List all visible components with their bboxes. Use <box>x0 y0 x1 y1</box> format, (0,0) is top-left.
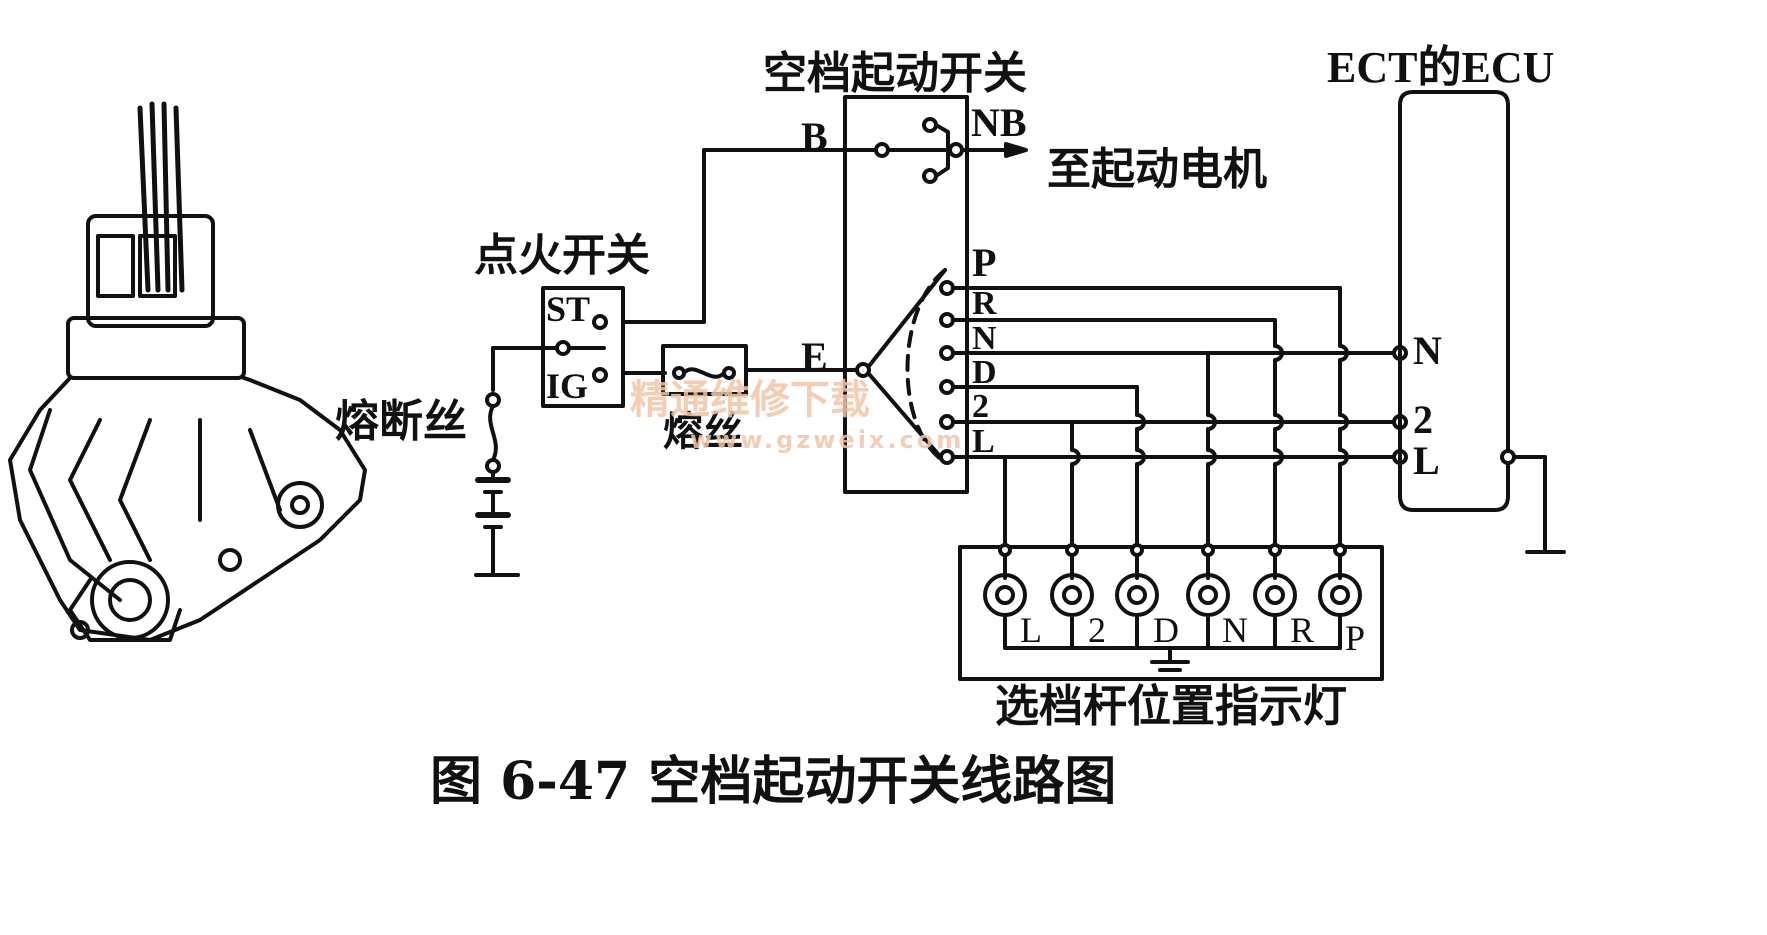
fusible-link-label: 熔断丝 <box>335 396 467 447</box>
to-starter-label: 至起动电机 <box>1047 144 1267 195</box>
indicator-lamps-label: 选档杆位置指示灯 <box>995 681 1347 732</box>
lamp-bulbs <box>983 573 1362 617</box>
terminal-nb: NB <box>971 100 1027 145</box>
lamp-label-p: P <box>1345 618 1366 658</box>
terminal-l: L <box>972 423 995 460</box>
neutral-start-switch-label: 空档起动开关 <box>763 48 1027 99</box>
gear-position-wiring <box>939 280 1408 552</box>
figure-caption: 图 6-47 空档起动开关线路图 <box>430 751 1117 812</box>
terminal-d: D <box>972 354 997 391</box>
fuse <box>661 344 859 396</box>
lamp-label-n: N <box>1222 610 1248 650</box>
ecu-terminal-n: N <box>1413 328 1442 373</box>
lamp-label-l: L <box>1020 610 1042 650</box>
fuse-label: 熔丝 <box>663 408 743 455</box>
neutral-start-switch-box <box>843 95 1028 494</box>
ignition-switch-label: 点火开关 <box>474 230 650 281</box>
lamp-label-r: R <box>1290 610 1315 650</box>
terminal-n: N <box>972 320 997 357</box>
terminal-b: B <box>801 114 828 159</box>
terminal-2: 2 <box>972 388 989 425</box>
lamp-label-d: D <box>1153 610 1179 650</box>
ignition-terminal-st: ST <box>546 289 591 329</box>
watermark-text: 精通维修下载 <box>630 377 870 423</box>
lamp-label-2: 2 <box>1088 610 1106 650</box>
battery-circuit <box>474 346 562 577</box>
terminal-p: P <box>972 240 997 285</box>
watermark-url: www.gzweix.com <box>690 426 965 454</box>
ecu-terminal-2: 2 <box>1413 397 1433 442</box>
ignition-terminal-ig: IG <box>546 366 589 406</box>
switch-assembly-illustration <box>8 101 367 642</box>
ignition-switch <box>541 148 878 408</box>
ect-ecu-label: ECT的ECU <box>1327 43 1555 92</box>
terminal-e: E <box>801 334 828 379</box>
indicator-lamp-panel <box>958 543 1384 681</box>
ecu-box <box>1398 90 1566 554</box>
ecu-terminal-l: L <box>1413 438 1440 483</box>
terminal-r: R <box>972 285 997 322</box>
